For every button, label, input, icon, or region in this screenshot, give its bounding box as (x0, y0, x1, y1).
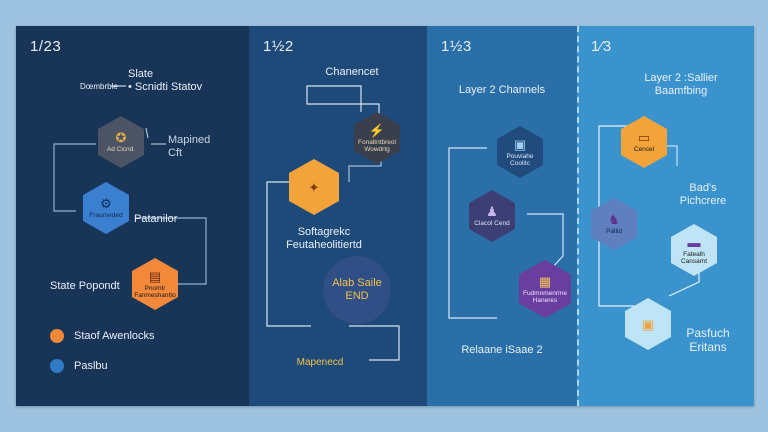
panel-4-title: 1⁄3 (591, 38, 612, 55)
panel-3-title: 1½3 (441, 38, 472, 55)
node-bottom[interactable]: ▣ (625, 298, 671, 350)
document-icon: ▤ (148, 268, 162, 284)
panel-2-title: 1½2 (263, 38, 294, 55)
label-side: Mapined Cft (168, 134, 211, 159)
panel-1: 1/23 Dœmbrble Slate • Scnidti Statov ✪ A… (16, 26, 249, 406)
panel-1-title: 1/23 (30, 38, 62, 55)
node-fraumeded[interactable]: ⚙ Fraumeded (83, 182, 129, 234)
label-top: Chanencet (325, 66, 379, 78)
compass-icon: ✪ (115, 130, 127, 145)
laptop-icon: ▬ (687, 234, 701, 250)
end-oval[interactable]: Alab Saile END (323, 256, 391, 324)
legend-label-1: Staof Awenlocks (74, 330, 155, 342)
node-fatealh[interactable]: ▬ Fatealh Cansamt (671, 224, 717, 276)
dashed-divider (577, 26, 579, 406)
label-top-right: Slate • Scnidti Statov (128, 68, 203, 93)
legend-dot-blue (50, 359, 64, 373)
panel-4: 1⁄3 Layer 2 :Sallier Baamfbing ▭ Cencel … (577, 26, 754, 406)
label-node2-mid: Softagrekc Feutaheolitiertd (286, 226, 362, 251)
node-fudmnmenrme[interactable]: ▦ Fudmnmenrme Haneres (519, 260, 571, 318)
panel-1-links (53, 85, 207, 285)
panel-3: 1½3 Layer 2 Channels ▣ Pouviahe Coolitc … (427, 26, 577, 406)
label-top: Layer 2 Channels (458, 84, 546, 96)
bug-icon: ✦ (308, 179, 320, 195)
label-top-left: Dœmbrble (80, 82, 118, 91)
diagram-frame: 1/23 Dœmbrble Slate • Scnidti Statov ✪ A… (16, 26, 754, 406)
monitor-icon: ▣ (513, 136, 527, 152)
folder-icon: ▭ (637, 130, 651, 145)
panel-2: 1½2 Chanencet ⚡ Fonaltntbreol Wowdrtg ✦ … (249, 26, 427, 406)
lightning-icon: ⚡ (368, 122, 386, 138)
label-top: Layer 2 :Sallier Baamfbing (644, 72, 718, 97)
chart-icon: ▦ (538, 273, 552, 289)
label-node3-left: State Popondt (50, 280, 120, 292)
panel-2-links (266, 85, 400, 361)
label-node2-side: Patanilor (134, 213, 178, 225)
box-icon: ▣ (641, 316, 655, 332)
node-orange-center[interactable]: ✦ (289, 159, 339, 215)
gear-icon: ⚙ (100, 196, 112, 211)
label-bottom: Mapenecd (296, 357, 344, 368)
legend-label-2: Paslbu (74, 360, 108, 372)
legend-dot-orange (50, 329, 64, 343)
node-pallid[interactable]: ♞ Pallid (591, 198, 637, 250)
label-bottom: Relaane iSaae 2 (461, 344, 543, 356)
node-cencel[interactable]: ▭ Cencel (621, 116, 667, 168)
label-bottom: Pasfuch Eritans (686, 326, 730, 354)
label-mid-right: Bad's Pichcrere (679, 182, 727, 207)
user-icon: ♟ (486, 204, 498, 219)
person-icon: ♞ (608, 212, 620, 227)
